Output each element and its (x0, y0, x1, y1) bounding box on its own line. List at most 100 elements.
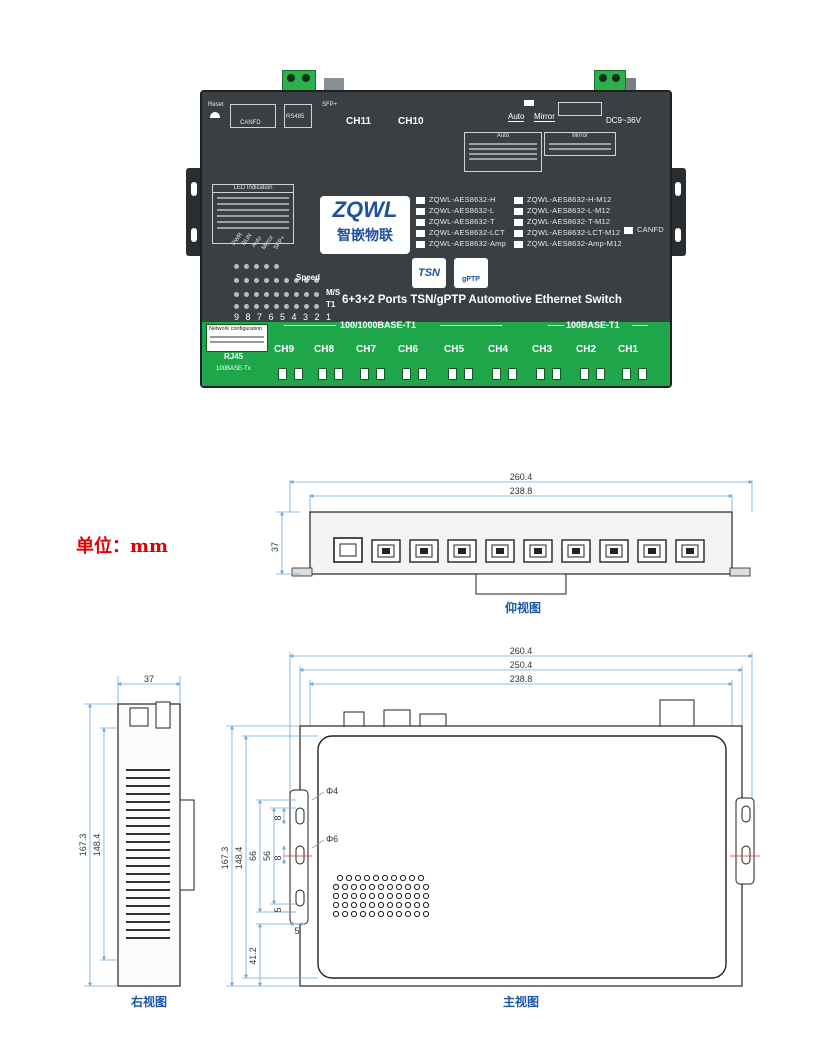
power-jack (626, 78, 636, 90)
ch10-label: CH10 (398, 116, 424, 127)
vent-hole (395, 883, 403, 891)
rs485-pinout-box (284, 104, 312, 128)
power-voltage-label: DC9~36V (606, 116, 641, 125)
brand-name-cn: 智嵌物联 (337, 227, 393, 243)
vent-hole (359, 910, 367, 918)
vent-hole (395, 892, 403, 900)
power-terminal-block (594, 70, 626, 92)
model-item: ZQWL-AES8632-T-M12 (514, 216, 622, 227)
t1-port-outline (447, 539, 477, 563)
panel-body: Reset CANFD RS485 SFP+ CH11 CH10 Auto Mi… (200, 90, 672, 388)
model-item: ZQWL-AES8632-Amp-M12 (514, 238, 622, 249)
vent-hole (377, 883, 385, 891)
channel-label: CH4 (488, 344, 509, 355)
vent-hole (332, 892, 340, 900)
reset-label: Reset (208, 102, 224, 108)
bottom-view-width-outer: 260.4 (510, 472, 533, 482)
auto-box-title: Auto (496, 133, 510, 139)
model-item: ZQWL-AES8632-LCT (416, 227, 506, 238)
model-item: ZQWL-AES8632-L-M12 (514, 205, 622, 216)
tsn-badge: TSN (412, 258, 446, 288)
vent-hole (359, 892, 367, 900)
rj45-label: RJ45 (224, 352, 244, 361)
vent-hole (386, 901, 394, 909)
channel-port[interactable] (356, 364, 390, 382)
model-item: ZQWL-AES8632-H-M12 (514, 194, 622, 205)
bottom-view-width-inner: 238.8 (510, 486, 533, 496)
channel-port[interactable] (488, 364, 522, 382)
vent-hole (422, 901, 430, 909)
channel-port[interactable] (398, 364, 432, 382)
bottom-view-height: 37 (270, 542, 280, 552)
channel-port[interactable] (314, 364, 348, 382)
hole-phi6-label: Φ6 (326, 834, 338, 844)
auto-mode-description: Auto (464, 132, 542, 172)
vent-hole (350, 892, 358, 900)
vent-hole (377, 901, 385, 909)
vent-hole (332, 910, 340, 918)
port-band: Network configuration RJ45 100BASE-Tx 10… (202, 320, 670, 386)
mirror-mode-description: Mirror (544, 132, 616, 156)
channel-port[interactable] (274, 364, 308, 382)
model-list-right: ZQWL-AES8632-H-M12 ZQWL-AES8632-L-M12 ZQ… (514, 194, 622, 249)
vent-hole (413, 901, 421, 909)
speed-led-row (234, 278, 319, 283)
vent-hole (350, 910, 358, 918)
status-led-row (234, 264, 279, 269)
bottom-view-title: 仰视图 (505, 600, 541, 615)
t1-led-row (234, 304, 319, 309)
channel-port[interactable] (618, 364, 652, 382)
front-view-height-1: 167.3 (220, 847, 230, 870)
front-view: 260.4 250.4 238.8 Φ4 Φ6 167.3 (220, 646, 760, 1009)
vent-hole (341, 910, 349, 918)
channel-label: CH9 (274, 344, 295, 355)
channel-port[interactable] (444, 364, 478, 382)
vent-hole (404, 910, 412, 918)
model-item: ZQWL-AES8632-H (416, 194, 506, 205)
t1-port-outline (599, 539, 629, 563)
vent-hole (359, 901, 367, 909)
channel-label: CH3 (532, 344, 553, 355)
channel-label: CH2 (576, 344, 597, 355)
t1-port-outline (523, 539, 553, 563)
channel-label: CH8 (314, 344, 335, 355)
bottom-view: 260.4 238.8 37 仰视图 (270, 472, 753, 615)
vent-hole (422, 883, 430, 891)
vent-hole (422, 892, 430, 900)
side-view-title: 右视图 (130, 994, 167, 1009)
vent-hole (381, 874, 389, 882)
brand-logo-plate: ZQWL 智嵌物联 (320, 196, 410, 254)
channel-label: CH1 (618, 344, 639, 355)
model-list-left: ZQWL-AES8632-H ZQWL-AES8632-L ZQWL-AES86… (416, 194, 506, 249)
vent-hole (408, 874, 416, 882)
model-item: ZQWL-AES8632-T (416, 216, 506, 227)
channel-label: CH6 (398, 344, 419, 355)
front-view-slot-length-2: 8 (273, 855, 283, 860)
side-view: 37 167.3 148.4 右视图 (78, 674, 195, 1009)
channel-port[interactable] (532, 364, 566, 382)
rs485-label: RS485 (286, 114, 305, 120)
t1-row-label: T1 (326, 300, 336, 309)
mode-dip-switch[interactable] (524, 100, 534, 106)
led-indication-table: LED Indication (212, 184, 294, 244)
ch11-label: CH11 (346, 116, 372, 127)
vent-hole (413, 892, 421, 900)
device-front-panel: Reset CANFD RS485 SFP+ CH11 CH10 Auto Mi… (186, 68, 686, 388)
t1-port-outline (675, 539, 705, 563)
vent-hole (417, 874, 425, 882)
reset-button[interactable] (210, 112, 220, 118)
front-view-width-3: 238.8 (510, 674, 533, 684)
vent-hole (341, 892, 349, 900)
network-config-box: Network configuration (206, 324, 268, 352)
side-view-height-inner: 148.4 (92, 834, 102, 857)
vent-hole (404, 883, 412, 891)
front-view-width-1: 260.4 (510, 646, 533, 656)
ms-led-row (234, 292, 319, 297)
vent-hole (377, 892, 385, 900)
front-view-height-4: 56 (262, 851, 272, 861)
group2-label: 100BASE-T1 (566, 320, 620, 330)
channel-port[interactable] (576, 364, 610, 382)
vent-hole (350, 883, 358, 891)
ms-row-label: M/S (326, 288, 341, 297)
